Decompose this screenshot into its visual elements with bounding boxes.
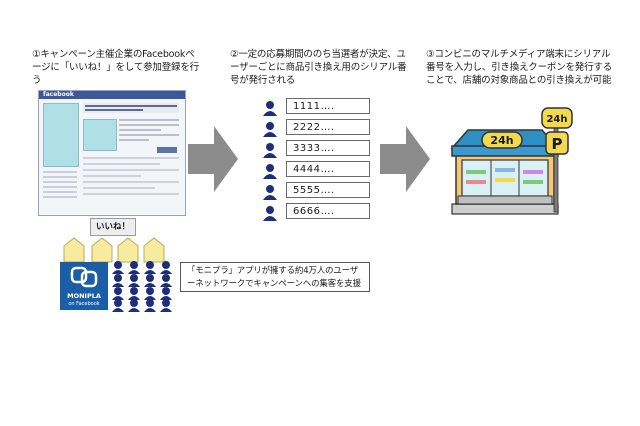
serial-number-box: 3333…. [286,140,370,156]
serial-number-box: 6666…. [286,203,370,219]
user-crowd-icon [112,261,172,312]
like-button[interactable]: いいね！ [90,218,136,236]
serial-number-box: 2222…. [286,119,370,135]
serial-row: 2222…. [262,119,374,137]
serial-row: 5555…. [262,182,374,200]
pole-sign-24h: 24h [546,114,567,125]
person-icon [263,185,277,200]
person-icon [263,143,277,158]
serial-number-box: 5555…. [286,182,370,198]
serial-row: 3333…. [262,140,374,158]
campaign-image-placeholder [83,119,117,151]
facebook-page-screenshot: facebook [38,90,186,216]
serial-number-box: 4444…. [286,161,370,177]
store-sign-24h: 24h [490,134,513,147]
parking-sign: P [552,135,563,153]
convenience-store-illustration: 24h 24h P [450,107,573,215]
user-houses-icons [63,237,165,263]
monipla-callout: 「モニプラ」アプリが擁する約4万人のユーザーネットワークでキャンペーンへの集客を… [180,262,370,292]
profile-image-placeholder [43,103,79,167]
monipla-name: MONIPLA [67,292,101,300]
monipla-logo: MONIPLA on Facebook [60,262,108,310]
serial-row: 1111…. [262,98,374,116]
serial-row: 6666…. [262,203,374,221]
step3-text: ③コンビニのマルチメディア端末にシリアル番号を入力し、引き換えクーポンを発行する… [426,49,613,86]
fb-action-button [157,147,177,153]
person-icon [263,101,277,116]
serial-number-box: 1111…. [286,98,370,114]
monipla-chat-icon [70,266,98,288]
facebook-logo: facebook [43,91,74,98]
step1-text: ①キャンペーン主催企業のFacebookページに「いいね！」をして参加登録を行う [32,49,199,86]
step2-text: ②一定の応募期間ののち当選者が決定、ユーザーごとに商品引き換え用のシリアル番号が… [230,49,407,86]
person-icon [263,122,277,137]
arrow-right-icon [188,126,238,192]
arrow-right-icon [380,126,430,192]
person-icon [263,206,277,221]
serial-row: 4444…. [262,161,374,179]
monipla-sub: on Facebook [68,301,100,307]
person-icon [263,164,277,179]
